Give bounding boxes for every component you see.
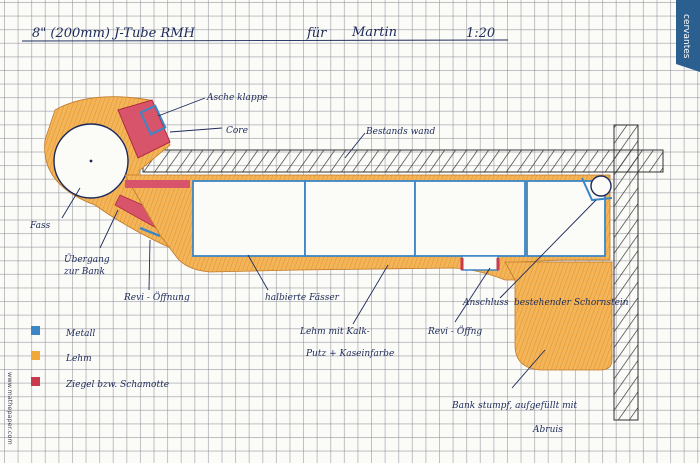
label-clay-2: Putz + Kaseinfarbe: [305, 349, 394, 359]
diagram-title: 8" (200mm) J-Tube RMH: [32, 26, 196, 41]
ash-door: [139, 104, 167, 136]
leader-lines: [61, 97, 597, 389]
revi-door-right: [461, 255, 499, 271]
title-scale: 1:20: [466, 26, 495, 41]
revi-door-left: [139, 226, 161, 238]
side-url: www.mathepaper.com: [6, 372, 14, 445]
legend-swatch-metal: [31, 326, 40, 335]
label-transition-1: Übergang: [64, 253, 110, 265]
legend-swatch-clay: [31, 351, 40, 360]
label-chimney: bestehender Schornstein: [514, 298, 629, 308]
label-core: Core: [226, 126, 248, 136]
legend-label-brick: Ziegel bzw. Schamotte: [65, 380, 169, 390]
label-bench-stump-2: Abruis: [532, 425, 563, 435]
existing-wall: [142, 124, 664, 421]
legend-swatch-brick: [31, 377, 40, 386]
bench-stump: [504, 261, 613, 371]
label-bench-stump-1: Bank stumpf, aufgefüllt mit: [451, 401, 578, 411]
label-half-barrels: halbierte Fässer: [265, 293, 340, 303]
logo-text: cervantes: [681, 14, 691, 59]
half-barrels: [192, 180, 606, 257]
legend-label-clay: Lehm: [65, 354, 92, 364]
label-revi-right: Revi - Öffng: [427, 325, 482, 337]
title-underline: [21, 39, 509, 42]
brand-logo: cervantes: [676, 0, 700, 72]
label-transition-2: zur Bank: [63, 267, 105, 277]
label-existing-wall: Bestands wand: [365, 127, 435, 137]
label-clay-1: Lehm mit Kalk-: [299, 327, 370, 337]
label-revi-left: Revi - Öffnung: [123, 291, 190, 303]
legend-label-metal: Metall: [65, 329, 95, 339]
legend: Metall Lehm Ziegel bzw. Schamotte: [31, 326, 169, 390]
label-connection: Anschluss: [462, 298, 509, 308]
label-barrel: Fass: [29, 221, 51, 231]
chimney-connection: [590, 175, 612, 197]
label-ash-door: Asche klappe: [206, 93, 268, 103]
title-name: Martin: [351, 25, 397, 40]
title-for: für: [306, 26, 327, 41]
